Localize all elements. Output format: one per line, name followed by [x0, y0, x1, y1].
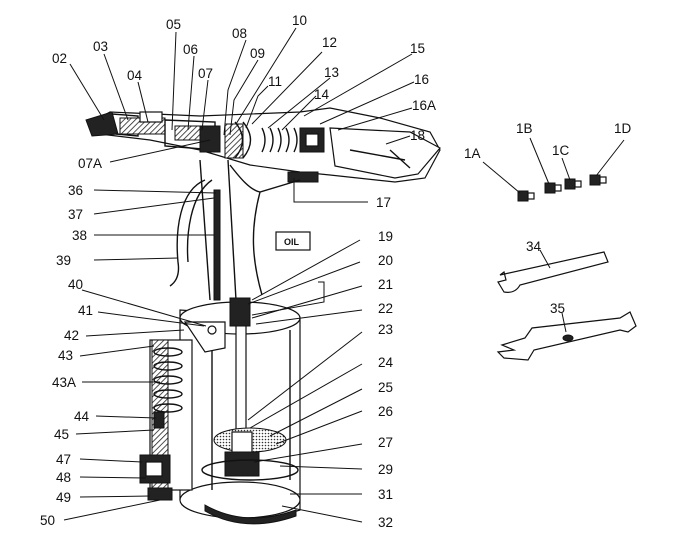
callout-49: 49: [56, 490, 71, 505]
handle-assembly: [169, 159, 311, 301]
oil-label: OIL: [284, 237, 300, 247]
callout-23: 23: [378, 322, 393, 337]
callout-34: 34: [526, 239, 542, 254]
callout-50: 50: [40, 513, 55, 528]
callout-22: 22: [378, 301, 393, 316]
callout-45: 45: [54, 427, 69, 442]
callout-06: 06: [183, 42, 198, 57]
callout-1B: 1B: [516, 121, 533, 136]
callout-31: 31: [378, 487, 393, 502]
callout-13: 13: [324, 65, 339, 80]
callout-16: 16: [414, 72, 429, 87]
callout-09: 09: [250, 46, 265, 61]
callout-14: 14: [314, 87, 330, 102]
callout-07A: 07A: [78, 156, 102, 171]
callout-25: 25: [378, 380, 393, 395]
callout-15: 15: [410, 41, 425, 56]
callout-32: 32: [378, 515, 393, 530]
callout-17: 17: [376, 195, 391, 210]
callout-43: 43: [58, 348, 73, 363]
callout-05: 05: [166, 17, 181, 32]
callout-19: 19: [378, 229, 393, 244]
callout-08: 08: [232, 26, 247, 41]
hydraulic-body: [139, 297, 301, 525]
callout-02: 02: [52, 51, 67, 66]
wrench-34: [497, 251, 609, 293]
callout-11: 11: [268, 74, 282, 89]
callout-03: 03: [93, 39, 108, 54]
callout-48: 48: [56, 470, 71, 485]
callout-04: 04: [127, 68, 143, 83]
callout-38: 38: [72, 228, 87, 243]
callout-07: 07: [198, 66, 213, 81]
callout-44: 44: [74, 409, 90, 424]
callout-1D: 1D: [614, 121, 632, 136]
callout-24: 24: [378, 355, 394, 370]
nosepiece-set: [517, 174, 607, 202]
callout-1A: 1A: [464, 146, 481, 161]
callout-41: 41: [78, 303, 93, 318]
callout-18: 18: [410, 128, 425, 143]
callout-21: 21: [378, 277, 393, 292]
callout-26: 26: [378, 404, 393, 419]
callout-27: 27: [378, 435, 393, 450]
callout-1C: 1C: [552, 143, 570, 158]
callout-40: 40: [68, 277, 83, 292]
callout-labels: 02 03 04 05 06 07 07A 08 09 10 11 12 13 …: [40, 13, 632, 530]
spring-coil: [261, 127, 298, 153]
callout-29: 29: [378, 462, 393, 477]
callout-43A: 43A: [52, 375, 76, 390]
callout-35: 35: [550, 301, 565, 316]
callout-10: 10: [292, 13, 307, 28]
spring-coil-left: [153, 347, 183, 413]
callout-39: 39: [56, 253, 71, 268]
leader-lines: [63, 27, 625, 523]
callout-20: 20: [378, 253, 393, 268]
callout-42: 42: [64, 328, 79, 343]
callout-37: 37: [68, 207, 83, 222]
callout-47: 47: [56, 452, 71, 467]
tool-head-assembly: [85, 107, 441, 183]
callout-36: 36: [68, 183, 83, 198]
callout-16A: 16A: [412, 98, 436, 113]
wrench-35: [496, 311, 637, 361]
callout-12: 12: [322, 35, 337, 50]
